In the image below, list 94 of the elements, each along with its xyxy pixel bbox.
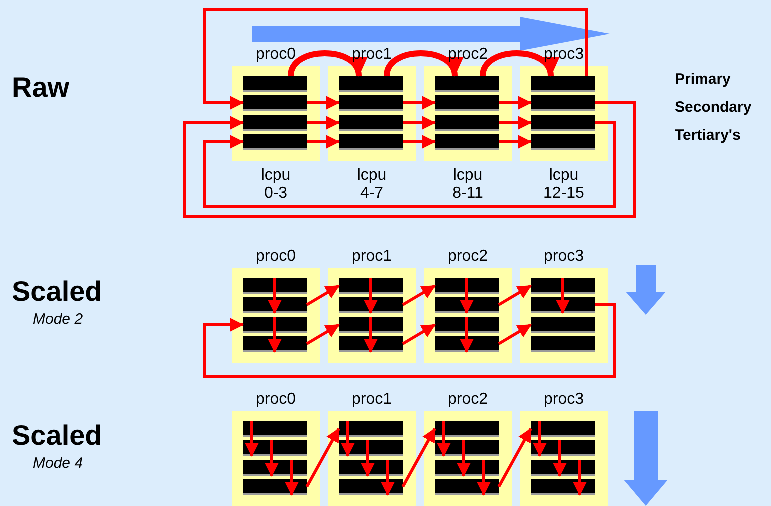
slot-bar bbox=[531, 317, 595, 333]
slot-bar bbox=[243, 95, 307, 111]
arrow bbox=[381, 460, 395, 496]
arrow bbox=[307, 96, 340, 110]
slot-bar bbox=[435, 115, 499, 131]
slot-bar bbox=[243, 421, 307, 437]
loop-arrow bbox=[204, 8, 588, 110]
arrow bbox=[402, 284, 436, 306]
processor-label: proc0 bbox=[254, 46, 298, 64]
arrow bbox=[556, 278, 570, 314]
slot-bar bbox=[531, 115, 595, 131]
cpu-range-label: lcpu 8-11 bbox=[452, 167, 484, 203]
processor-label: proc3 bbox=[542, 46, 586, 64]
loop-arrow bbox=[204, 122, 616, 208]
slot-bar bbox=[435, 278, 499, 294]
arrow bbox=[306, 284, 340, 306]
arrow bbox=[268, 278, 282, 314]
cpu-range-label: lcpu 0-3 bbox=[260, 167, 292, 203]
slot-bar bbox=[435, 95, 499, 111]
arrow bbox=[533, 421, 547, 457]
arrow bbox=[498, 324, 532, 346]
arrow bbox=[477, 460, 491, 496]
slot-bar bbox=[339, 76, 403, 92]
slot-bar bbox=[531, 134, 595, 150]
cpu-range-label: lcpu 12-15 bbox=[542, 167, 586, 203]
slot-bar bbox=[243, 76, 307, 92]
slot-bar bbox=[531, 336, 595, 352]
arrow bbox=[498, 284, 532, 306]
arrow bbox=[285, 460, 299, 496]
slot-bar bbox=[339, 421, 403, 437]
slot-bar bbox=[339, 134, 403, 150]
arrow bbox=[307, 135, 340, 149]
processor-label: proc0 bbox=[254, 248, 298, 266]
slot-bar bbox=[531, 421, 595, 437]
slot-bar bbox=[435, 421, 499, 437]
arrow bbox=[403, 135, 436, 149]
arrow bbox=[402, 324, 436, 346]
arrow bbox=[341, 421, 355, 457]
processor-label: proc2 bbox=[446, 391, 490, 409]
loop-arrow bbox=[204, 304, 616, 378]
processor-label: proc1 bbox=[350, 391, 394, 409]
section-heading: Raw bbox=[12, 72, 70, 104]
arrow bbox=[437, 421, 451, 457]
arrow bbox=[457, 440, 471, 477]
slot-bar bbox=[339, 317, 403, 333]
mode-caption: Mode 2 bbox=[33, 311, 84, 328]
slot-bar bbox=[243, 317, 307, 333]
cpu-range-label: lcpu 4-7 bbox=[356, 167, 388, 203]
slot-bar bbox=[435, 134, 499, 150]
arrow bbox=[306, 324, 340, 346]
processor-label: proc1 bbox=[350, 46, 394, 64]
processor-label: proc1 bbox=[350, 248, 394, 266]
level-label: Secondary bbox=[675, 99, 752, 116]
arrow bbox=[402, 428, 436, 488]
arrow bbox=[268, 317, 282, 353]
slot-bar bbox=[435, 317, 499, 333]
processor-label: proc2 bbox=[446, 248, 490, 266]
processor-label: proc3 bbox=[542, 248, 586, 266]
processor-label: proc3 bbox=[542, 391, 586, 409]
processor-label: proc0 bbox=[254, 391, 298, 409]
arrow bbox=[361, 440, 375, 477]
arrow bbox=[245, 421, 259, 457]
slot-bar bbox=[243, 134, 307, 150]
arrow bbox=[499, 116, 532, 130]
arrow bbox=[498, 428, 532, 488]
slot-bar bbox=[339, 278, 403, 294]
section-heading: Scaled bbox=[12, 420, 102, 452]
arrow bbox=[306, 428, 340, 488]
slot-bar bbox=[531, 95, 595, 111]
arrow bbox=[403, 116, 436, 130]
section-heading: Scaled bbox=[12, 276, 102, 308]
level-label: Tertiary's bbox=[675, 127, 741, 144]
slot-bar bbox=[531, 76, 595, 92]
arrow bbox=[499, 135, 532, 149]
processor-label: proc2 bbox=[446, 46, 490, 64]
slot-bar bbox=[339, 95, 403, 111]
arrow bbox=[307, 116, 340, 130]
arrow bbox=[265, 440, 279, 477]
arrow bbox=[573, 460, 587, 496]
arrow bbox=[460, 278, 474, 314]
slot-bar bbox=[339, 115, 403, 131]
level-label: Primary bbox=[675, 71, 731, 88]
slot-bar bbox=[531, 278, 595, 294]
slot-bar bbox=[435, 76, 499, 92]
loop-arrow bbox=[184, 102, 636, 218]
slot-bar bbox=[243, 115, 307, 131]
arrow bbox=[460, 317, 474, 353]
arrow bbox=[499, 96, 532, 110]
arrow bbox=[364, 317, 378, 353]
arrow bbox=[364, 278, 378, 314]
arrow bbox=[553, 440, 567, 477]
arrow bbox=[403, 96, 436, 110]
mode-caption: Mode 4 bbox=[33, 455, 84, 472]
slot-bar bbox=[243, 278, 307, 294]
